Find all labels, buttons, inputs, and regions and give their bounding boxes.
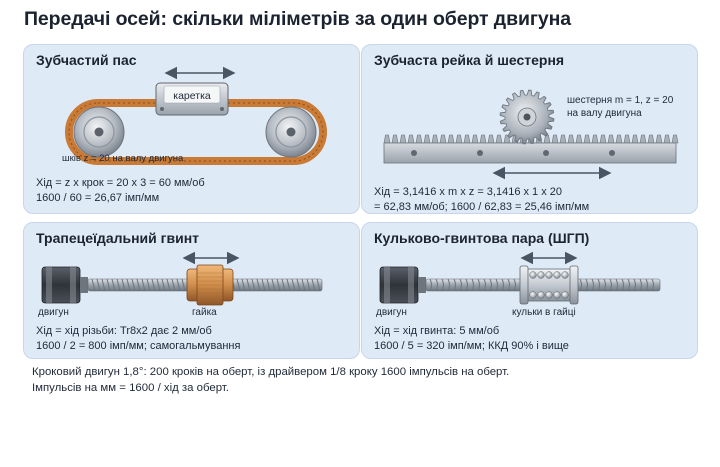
stepper-motor (379, 266, 426, 304)
ball-nut-label: кульки в гайці (512, 307, 576, 318)
panel-timing-belt: Зубчастий пас (23, 44, 360, 214)
panel-title-ballscrew: Кульково-гвинтова пара (ШГП) (374, 230, 590, 246)
ballscrew-diagram: двигун кульки в гайці (376, 251, 661, 318)
panel-ball-screw: Кульково-гвинтова пара (ШГП) (361, 222, 698, 359)
trap-formula-line2: 1600 / 2 = 800 імп/мм; самогальмування (36, 340, 241, 352)
rack-formula-line2: = 62,83 мм/об; 1600 / 62,83 = 25,46 імп/… (374, 201, 590, 213)
brass-nut (186, 264, 234, 306)
trap-motor-label: двигун (38, 307, 69, 318)
trapezoidal-diagram: двигун гайка (38, 251, 323, 318)
panel-title-belt: Зубчастий пас (36, 52, 137, 68)
pulley-label: шків z = 20 на валу двигуна (62, 153, 184, 164)
trap-formula-line1: Хід = хід різьби: Tr8x2 дає 2 мм/об (36, 325, 212, 337)
ball-formula-line1: Хід = хід гвинта: 5 мм/об (374, 325, 500, 337)
footnote-line1: Кроковий двигун 1,8°: 200 кроків на обер… (32, 366, 510, 378)
carriage-label: каретка (173, 90, 211, 102)
carriage (155, 82, 229, 116)
pinion-gear (499, 89, 555, 145)
belt-diagram: каретка шків z = 20 на валу двигуна (62, 66, 327, 165)
belt-formula-line1: Хід = z x крок = 20 x 3 = 60 мм/об (36, 177, 205, 189)
trap-nut-label: гайка (192, 307, 217, 318)
ball-formula-line2: 1600 / 5 = 320 імп/мм; ККД 90% і вище (374, 340, 569, 352)
ball-motor-label: двигун (376, 307, 407, 318)
stepper-motor (41, 266, 88, 304)
rack-formula-line1: Хід = 3,1416 x m x z = 3,1416 x 1 x 20 (374, 186, 563, 198)
ball-nut (519, 265, 579, 305)
panel-rack-pinion: Зубчаста рейка й шестерня (361, 44, 698, 214)
rack-diagram: шестерня m = 1, z = 20 на валу двигуна (383, 89, 679, 180)
footnote-line2: Імпульсів на мм = 1600 / хід за оберт. (32, 382, 229, 394)
page-title: Передачі осей: скільки міліметрів за оди… (24, 8, 572, 30)
gear-label-line1: шестерня m = 1, z = 20 (567, 95, 674, 106)
drive-pulley (73, 106, 125, 158)
idler-pulley (265, 106, 317, 158)
panel-trapezoidal-screw: Трапецеїдальний гвинт (23, 222, 360, 359)
panel-title-rack: Зубчаста рейка й шестерня (374, 52, 565, 68)
gear-label-line2: на валу двигуна (567, 108, 642, 119)
belt-formula-line2: 1600 / 60 = 26,67 імп/мм (36, 192, 160, 204)
panel-title-trapezoidal: Трапецеїдальний гвинт (36, 230, 200, 246)
